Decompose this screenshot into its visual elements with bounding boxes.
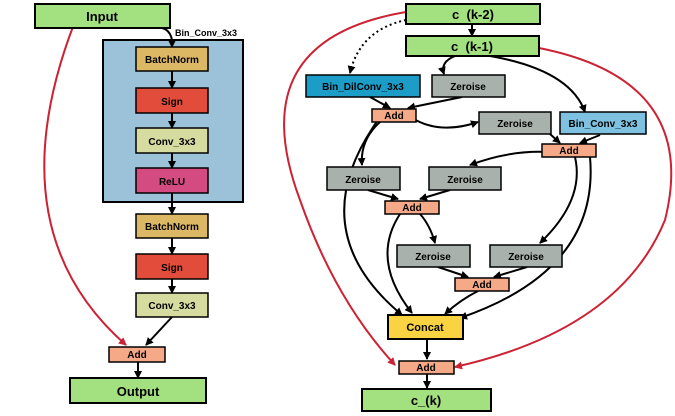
- bin-conv-node: [559, 111, 647, 135]
- bin-conv-block-label: Bin_Conv_3x3: [175, 28, 237, 38]
- sign-node: [135, 87, 209, 114]
- zeroise-node: [478, 111, 552, 135]
- conv-node: [135, 127, 209, 154]
- sign-label: Sign: [161, 263, 183, 274]
- sign-node: [135, 253, 209, 280]
- batchnorm-label: BatchNorm: [145, 55, 199, 66]
- zeroise-label: Zeroise: [450, 82, 486, 93]
- zeroise-label: Zeroise: [415, 252, 451, 263]
- zeroise-node: [489, 244, 563, 268]
- add-node: [398, 360, 455, 375]
- zeroise-label: Zeroise: [447, 175, 483, 186]
- add-label: Add: [127, 350, 146, 361]
- add-node: [541, 143, 597, 158]
- add-node: [384, 200, 440, 215]
- add-label: Add: [402, 203, 421, 214]
- input-node-k-minus-1: [405, 35, 540, 57]
- output-node-k: [361, 388, 492, 412]
- output-node: [69, 377, 207, 404]
- zeroise-label: Zeroise: [345, 175, 381, 186]
- batchnorm-label: BatchNorm: [145, 222, 199, 233]
- relu-label: ReLU: [159, 177, 185, 188]
- input-node-k-minus-2-label: c (k-2): [452, 7, 494, 22]
- relu-node: [135, 167, 209, 194]
- zeroise-node: [431, 74, 506, 98]
- add-label: Add: [559, 146, 578, 157]
- add-label: Add: [384, 111, 403, 122]
- output-node-k-label: c_(k): [411, 393, 441, 408]
- input-node-k-minus-1-label: c (k-1): [451, 39, 493, 54]
- zeroise-node: [326, 166, 401, 191]
- conv-label: Conv_3x3: [148, 301, 196, 312]
- concat-node: [387, 314, 464, 340]
- add-node: [108, 346, 166, 363]
- bin-dilconv-node: [305, 74, 421, 98]
- bin-dilconv-label: Bin_DilConv_3x3: [322, 82, 404, 93]
- input-node: [34, 3, 171, 29]
- conv-node: [135, 292, 209, 318]
- output-label: Output: [117, 384, 160, 399]
- sign-label: Sign: [161, 97, 183, 108]
- input-node-k-minus-2: [405, 3, 541, 25]
- add-label: Add: [472, 280, 491, 291]
- left-block-diagram: Bin_Conv_3x3 Input BatchNorm Sign Conv_3…: [34, 3, 244, 404]
- zeroise-label: Zeroise: [497, 119, 533, 130]
- add-label: Add: [416, 363, 435, 374]
- add-node: [371, 108, 417, 123]
- zeroise-node: [396, 244, 471, 268]
- conv-label: Conv_3x3: [148, 137, 196, 148]
- zeroise-node: [428, 166, 502, 191]
- add-node: [454, 277, 510, 292]
- batchnorm-node: [135, 46, 209, 72]
- batchnorm-node: [135, 213, 209, 239]
- right-cell-diagram: c (k-2) c (k-1) Bin_DilConv_3x3 Zeroise …: [283, 3, 673, 412]
- concat-label: Concat: [406, 322, 444, 334]
- bin-conv-label: Bin_Conv_3x3: [569, 119, 638, 130]
- zeroise-label: Zeroise: [508, 252, 544, 263]
- input-label: Input: [86, 9, 118, 24]
